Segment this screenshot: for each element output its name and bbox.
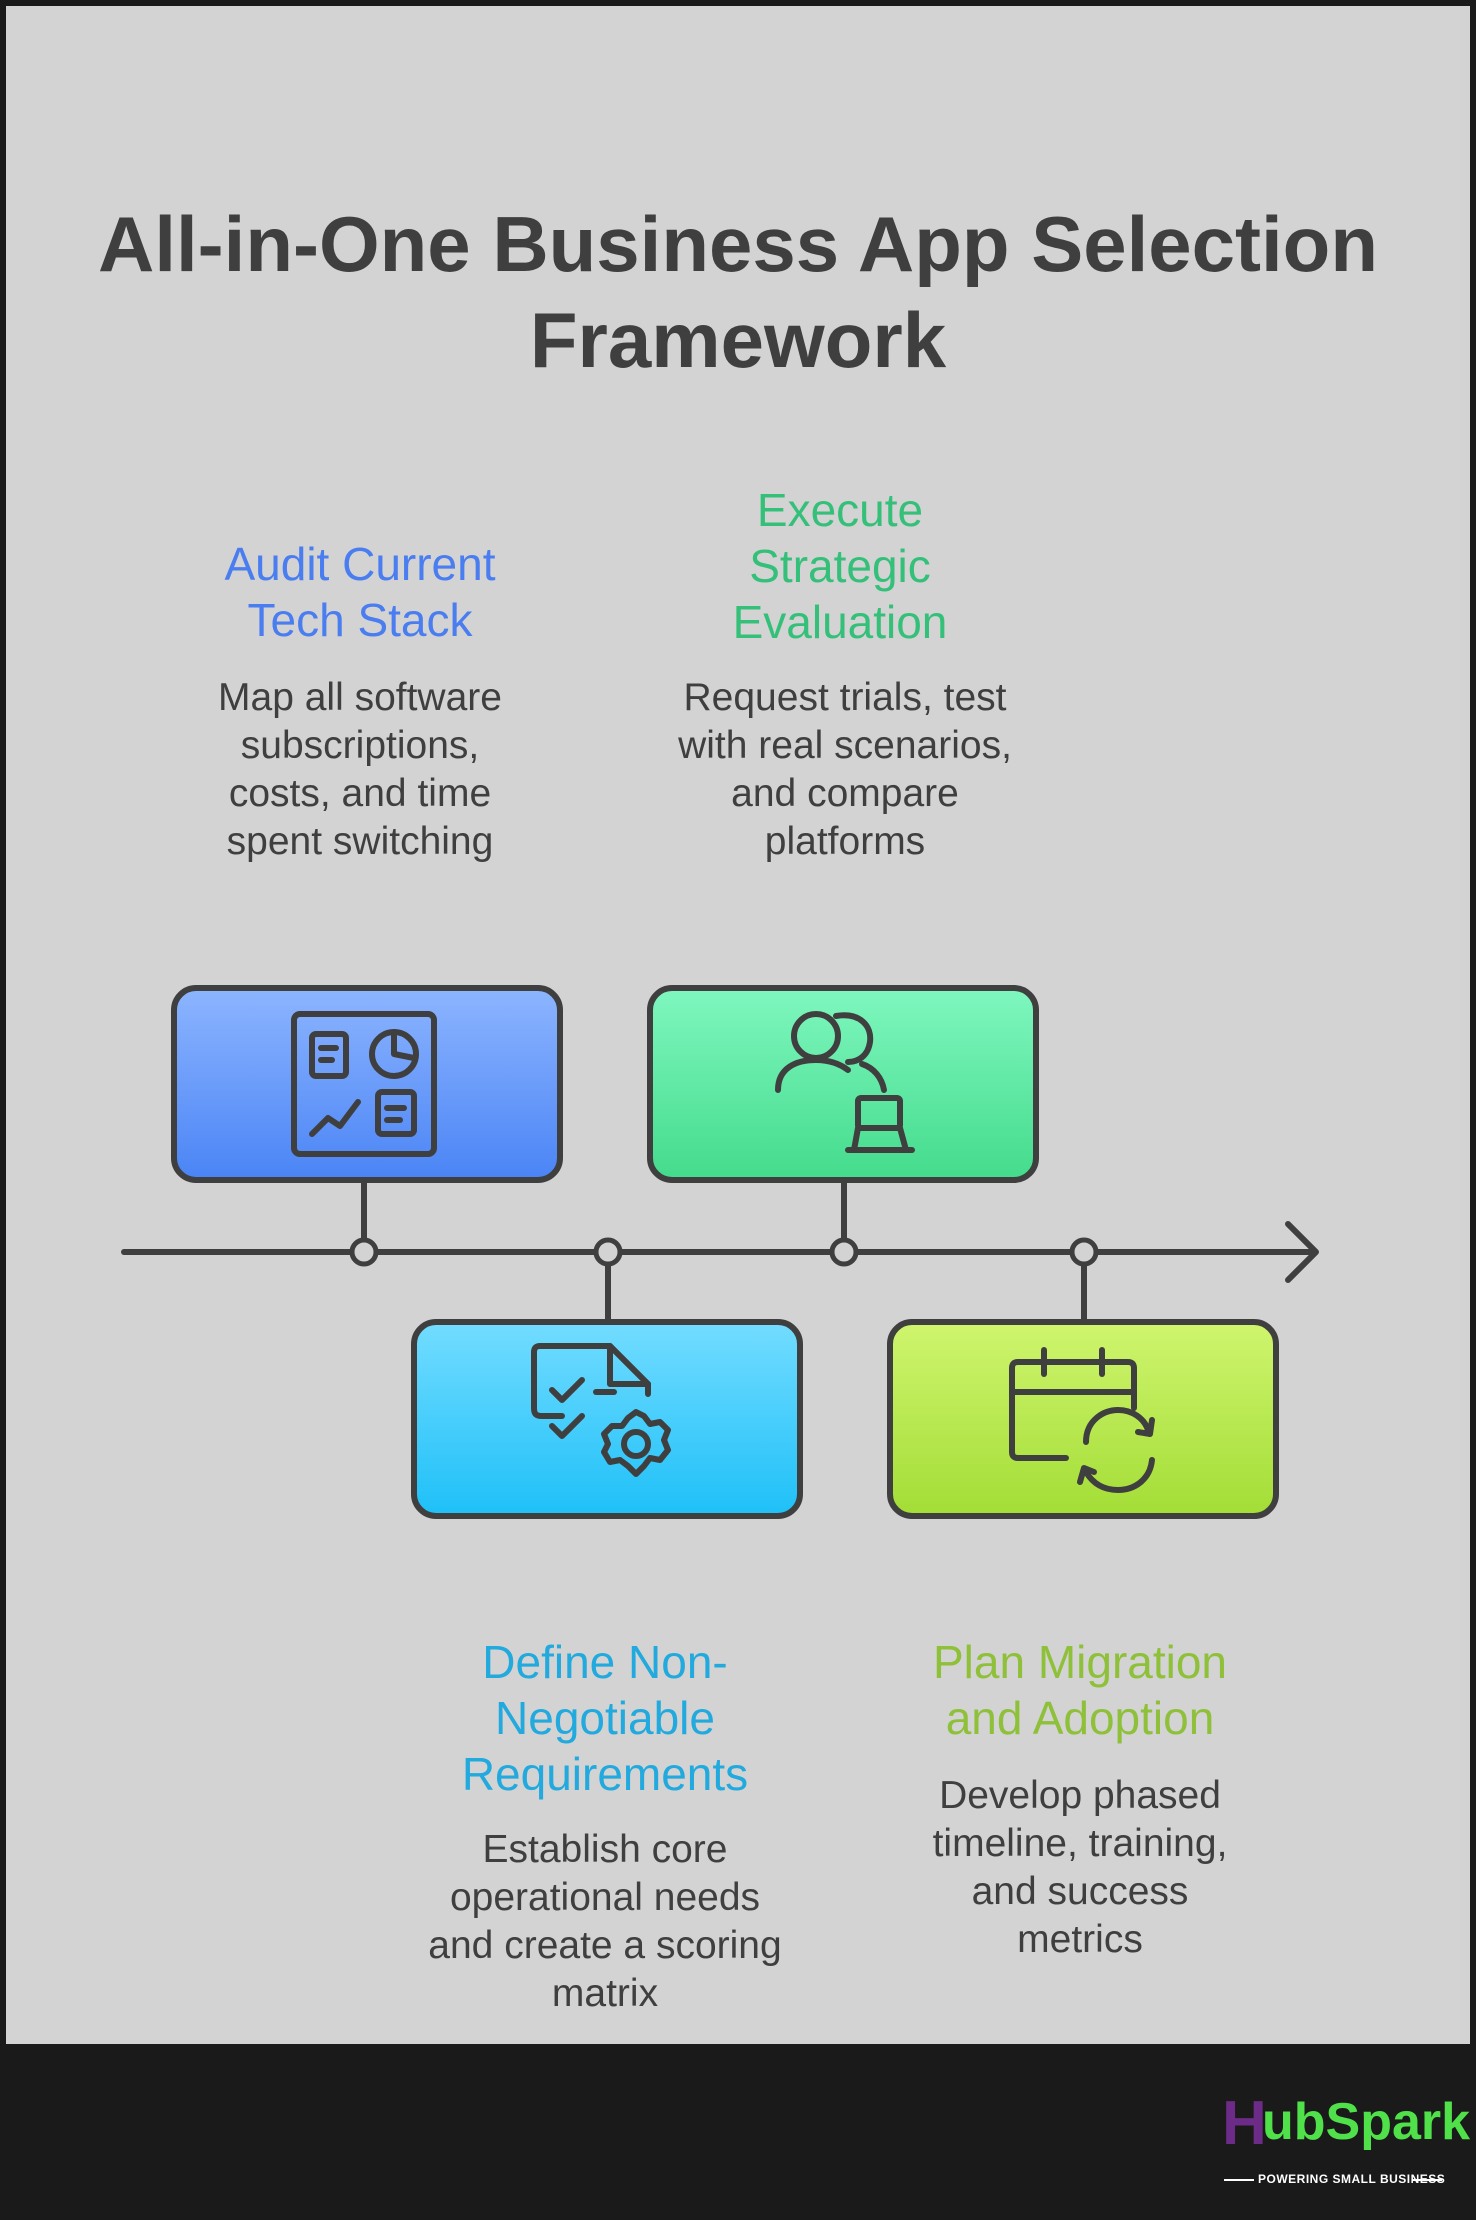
timeline-node-4 bbox=[1069, 1237, 1099, 1267]
timeline-diagram bbox=[121, 985, 1319, 1519]
tagline-rule-left bbox=[1224, 2179, 1254, 2181]
timeline-arrowhead bbox=[1285, 1221, 1319, 1283]
users-laptop-icon bbox=[775, 1011, 915, 1153]
step-3-description: Request trials, test with real scenarios… bbox=[678, 676, 1012, 863]
step-4-card bbox=[887, 1319, 1279, 1519]
step-1-title: Audit Current Tech Stack bbox=[224, 538, 496, 646]
checklist-gear-icon bbox=[531, 1343, 671, 1477]
brand-tagline: POWERING SMALL BUSINESS bbox=[1258, 2172, 1446, 2186]
page-title: All-in-One Business App Selection Framew… bbox=[98, 200, 1378, 384]
brand-logo-name: ubSpark bbox=[1262, 2093, 1471, 2151]
brand-logo-initial: H bbox=[1222, 2089, 1267, 2158]
step-4-title: Plan Migration and Adoption bbox=[932, 1636, 1228, 1744]
calendar-refresh-icon bbox=[1009, 1347, 1155, 1493]
step-2-card bbox=[411, 1319, 803, 1519]
timeline-node-2 bbox=[593, 1237, 623, 1267]
step-2-title: Define Non-Negotiable Requirements bbox=[461, 1636, 749, 1800]
footer-bar bbox=[0, 2044, 1476, 2220]
step-3-title: Execute Strategic Evaluation bbox=[732, 484, 948, 648]
tagline-rule-right bbox=[1412, 2179, 1442, 2181]
step-2-description: Establish core operational needs and cre… bbox=[428, 1828, 782, 2015]
step-1-card bbox=[171, 985, 563, 1183]
step-1-description: Map all software subscriptions, costs, a… bbox=[218, 676, 502, 863]
dashboard-report-icon bbox=[291, 1011, 437, 1157]
timeline-node-1 bbox=[349, 1237, 379, 1267]
step-4-description: Develop phased timeline, training, and s… bbox=[932, 1774, 1228, 1961]
timeline-node-3 bbox=[829, 1237, 859, 1267]
step-3-card bbox=[647, 985, 1039, 1183]
